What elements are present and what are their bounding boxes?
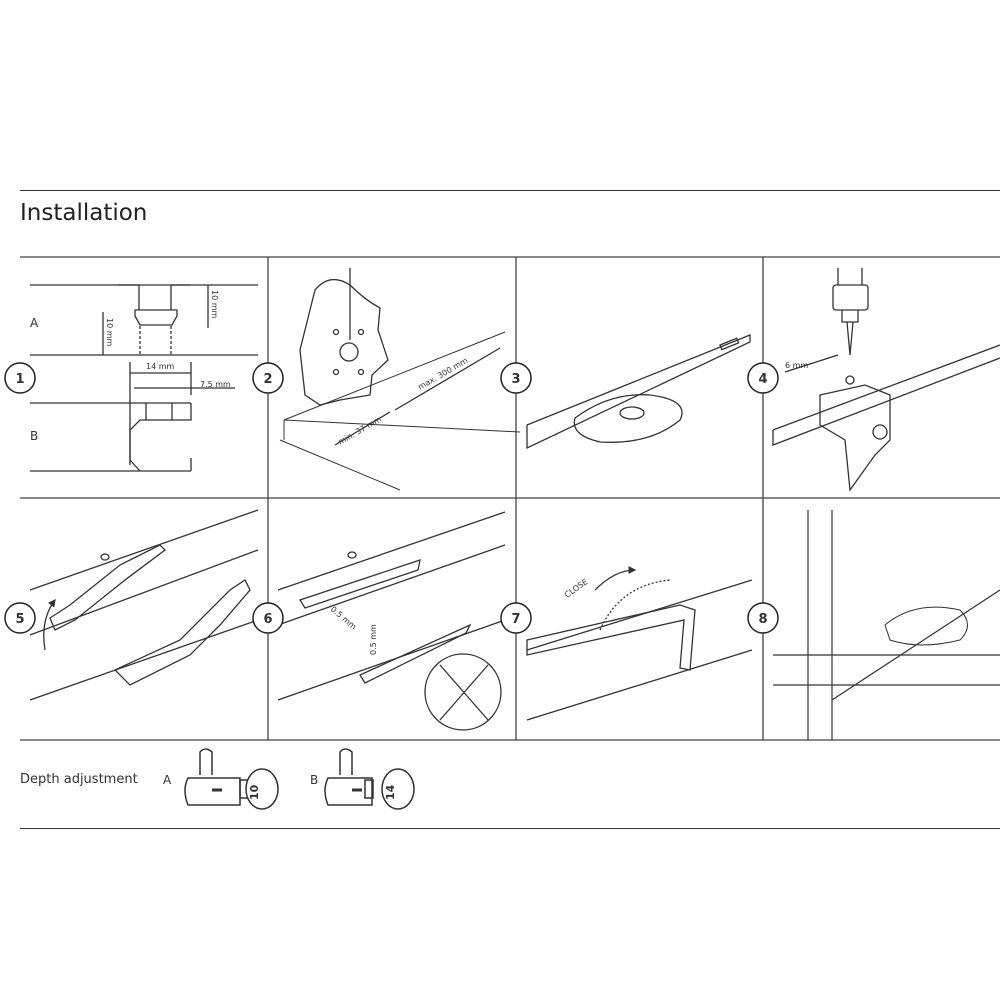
dim-depth-a: 10 mm [105, 318, 114, 347]
svg-text:10: 10 [248, 784, 261, 800]
svg-text:14: 14 [384, 784, 397, 800]
label-b: B [30, 429, 38, 443]
svg-text:3: 3 [511, 372, 520, 387]
step-4-panel: 6 mm [772, 268, 1000, 492]
step-badge-7: 7 [500, 602, 532, 634]
section-title: Installation [20, 200, 148, 226]
grid-lines [20, 256, 1000, 741]
label-a: A [30, 316, 39, 330]
step-badges: 1 2 3 4 5 6 7 8 [4, 362, 779, 634]
step-3-panel [526, 334, 751, 450]
bottom-rule [20, 828, 1000, 829]
depth-adjustment-label: Depth adjustment [20, 772, 138, 787]
svg-text:8: 8 [758, 612, 767, 627]
step-badge-5: 5 [4, 602, 36, 634]
dim-offset: 7.5 mm [200, 380, 231, 389]
depth-adjustment-a: A 10 [163, 748, 279, 810]
dim-gap-1: 0.5 mm [329, 605, 359, 632]
step-6-panel: 0.5 mm 0.5 mm [277, 511, 506, 731]
dim-max: max. 300 mm [417, 356, 470, 392]
svg-text:4: 4 [758, 372, 767, 387]
dim-depth-b: 10 mm [210, 290, 219, 319]
step-1-panel: A B 10 mm 10 mm 14 mm 7.5 mm [30, 284, 258, 472]
svg-text:B: B [310, 773, 318, 787]
dim-width: 14 mm [146, 362, 175, 371]
close-label: CLOSE [563, 577, 590, 599]
dim-distance: 6 mm [785, 361, 808, 370]
step-8-panel [773, 510, 1000, 740]
step-7-panel: CLOSE [526, 566, 753, 721]
svg-text:2: 2 [263, 372, 272, 387]
step-badge-8: 8 [747, 602, 779, 634]
top-rule [20, 190, 1000, 191]
dim-gap-2: 0.5 mm [369, 624, 378, 655]
step-5-panel [29, 509, 259, 701]
dim-min: min. 37 mm [337, 415, 384, 447]
step-badge-1: 1 [4, 362, 36, 394]
step-2-panel: min. 37 mm max. 300 mm [279, 268, 521, 491]
svg-text:1: 1 [15, 372, 24, 387]
svg-text:7: 7 [511, 612, 520, 627]
step-badge-6: 6 [252, 602, 284, 634]
svg-text:A: A [163, 773, 172, 787]
depth-adjustment-b: B 14 [310, 748, 415, 810]
step-badge-2: 2 [252, 362, 284, 394]
step-badge-3: 3 [500, 362, 532, 394]
step-badge-4: 4 [747, 362, 779, 394]
svg-text:6: 6 [263, 612, 272, 627]
svg-text:5: 5 [15, 612, 24, 627]
